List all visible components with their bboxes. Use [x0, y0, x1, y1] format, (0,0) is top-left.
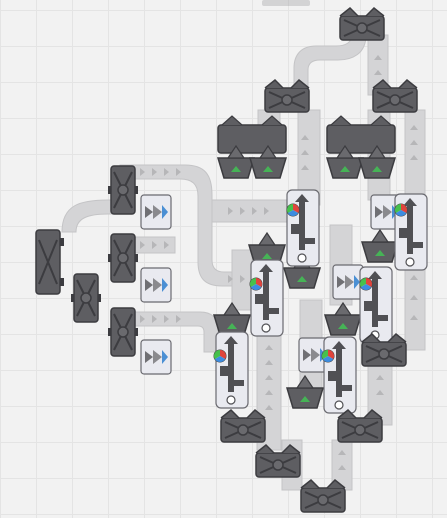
color-mixer: [286, 203, 300, 217]
merger[interactable]: [339, 7, 385, 41]
painter[interactable]: [286, 189, 320, 267]
splitter[interactable]: [107, 233, 139, 283]
merger[interactable]: [264, 79, 310, 113]
painter[interactable]: [215, 331, 249, 409]
output-hub[interactable]: [300, 479, 346, 513]
stacker-group[interactable]: [326, 115, 396, 179]
color-mixer: [213, 349, 227, 363]
splitter[interactable]: [107, 165, 139, 215]
splitter[interactable]: [70, 273, 102, 323]
belt-segment[interactable]: [293, 34, 367, 93]
filter[interactable]: [140, 267, 172, 303]
belt-segment[interactable]: [211, 199, 288, 223]
filter[interactable]: [332, 264, 364, 300]
merger[interactable]: [220, 409, 266, 443]
offscreen-machine: [262, 0, 310, 6]
merger[interactable]: [372, 79, 418, 113]
splitter[interactable]: [107, 307, 139, 357]
stacker[interactable]: [324, 302, 362, 336]
stacker-group[interactable]: [217, 115, 287, 179]
color-mixer: [249, 277, 263, 291]
merger[interactable]: [337, 409, 383, 443]
painter[interactable]: [323, 336, 357, 414]
painter[interactable]: [250, 259, 284, 337]
belt-segment[interactable]: [134, 311, 219, 353]
color-mixer: [359, 277, 373, 291]
filter[interactable]: [140, 194, 172, 230]
input-source[interactable]: [35, 229, 64, 295]
color-mixer: [321, 349, 335, 363]
filter[interactable]: [140, 339, 172, 375]
color-mixer: [394, 203, 408, 217]
stacker[interactable]: [361, 229, 399, 263]
